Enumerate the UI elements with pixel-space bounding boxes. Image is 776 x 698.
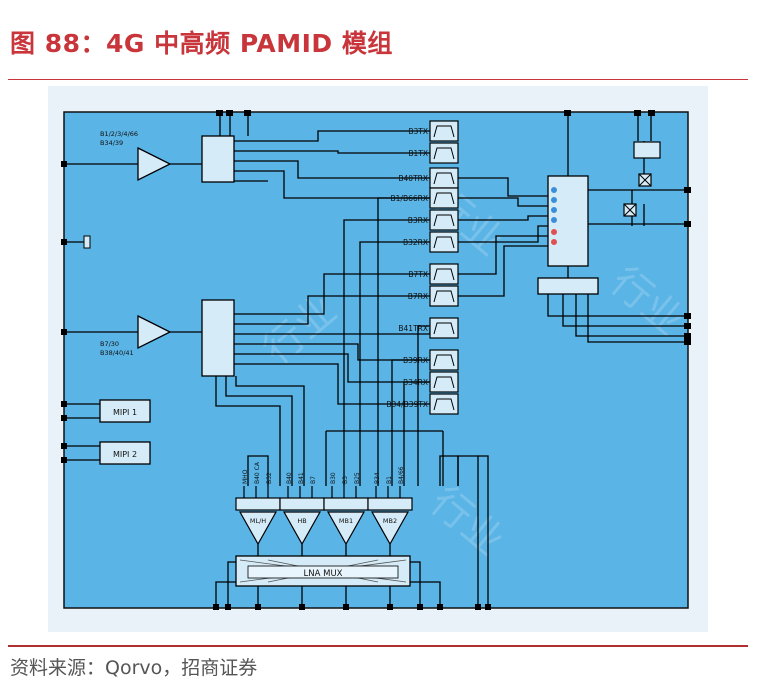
filter-icon bbox=[433, 290, 455, 303]
lna-pin-label: B4/66 bbox=[398, 466, 405, 484]
mipi-1-block bbox=[99, 399, 151, 423]
filter-box bbox=[429, 167, 459, 189]
lna-label: MB2 bbox=[383, 517, 397, 525]
pa-bottom-label-1: B7/30 bbox=[100, 340, 119, 348]
lna-pin-label: B25 bbox=[354, 472, 361, 484]
pa-bottom-label-2: B38/40/41 bbox=[100, 349, 134, 357]
filter-icon bbox=[433, 268, 455, 281]
lna-amplifier bbox=[326, 511, 366, 546]
filter-icon bbox=[433, 398, 455, 411]
figure-title: 图 88：4G 中高频 PAMID 模组 bbox=[10, 29, 393, 58]
lna-pin-block bbox=[323, 497, 369, 511]
filter-box bbox=[429, 120, 459, 142]
lna-pin-block bbox=[367, 497, 413, 511]
lna-pin-block bbox=[235, 497, 281, 511]
lna-pin-label: B41 bbox=[298, 472, 305, 484]
title-divider bbox=[8, 79, 748, 80]
filter-icon bbox=[433, 125, 455, 138]
lna-pin-label: B30 bbox=[330, 472, 337, 484]
switch-port-dot bbox=[551, 239, 557, 245]
connector-pads bbox=[61, 110, 691, 610]
filter-box bbox=[429, 371, 459, 393]
filter-label: B3RX bbox=[408, 216, 428, 225]
lna-pin-label: B40 CA bbox=[254, 461, 261, 484]
filter-label: B1TX bbox=[408, 149, 428, 158]
switch-port-dot bbox=[551, 217, 557, 223]
filter-box bbox=[429, 231, 459, 253]
filter-label: B41TRX bbox=[398, 324, 428, 333]
filter-bank: B3TX B1TX B40TRX B1/B66RX B3RX B32RX B7TX B7RX B… bbox=[386, 120, 459, 415]
lna-pin-label: B40 bbox=[286, 472, 293, 484]
filter-icon bbox=[433, 236, 455, 249]
filter-label: B1/B66RX bbox=[391, 194, 428, 203]
filter-box bbox=[429, 142, 459, 164]
filter-box bbox=[429, 187, 459, 209]
switch-port-dot bbox=[551, 207, 557, 213]
filter-icon bbox=[433, 322, 455, 335]
filter-box bbox=[429, 349, 459, 371]
filter-box bbox=[429, 285, 459, 307]
lna-amplifier bbox=[282, 511, 322, 546]
power-amplifier-top bbox=[137, 146, 172, 182]
pa-top-label-1: B1/2/3/4/66 bbox=[100, 130, 138, 138]
pamid-block-diagram: 行业 行业 行业 行业 bbox=[48, 86, 708, 632]
lna-pin-label: B1 bbox=[386, 476, 393, 484]
lna-pin-label: B7 bbox=[310, 476, 317, 484]
filter-label: B32RX bbox=[403, 238, 428, 247]
lna-label: ML/H bbox=[250, 517, 266, 525]
filter-label: B7TX bbox=[408, 270, 428, 279]
filter-label: B34RX bbox=[403, 378, 428, 387]
lna-mux-label-box bbox=[247, 565, 399, 579]
mipi-1-label: MIPI 1 bbox=[113, 408, 137, 417]
filter-icon bbox=[433, 354, 455, 367]
power-amplifier-bottom bbox=[137, 314, 172, 350]
filter-icon bbox=[433, 192, 455, 205]
filter-icon bbox=[433, 147, 455, 160]
filter-box bbox=[429, 317, 459, 339]
lna-amplifier bbox=[370, 511, 410, 546]
lna-pin-label: MHO bbox=[242, 469, 249, 484]
coupler-block bbox=[633, 141, 661, 159]
lna-pin-block bbox=[279, 497, 325, 511]
filter-box bbox=[429, 393, 459, 415]
filter-label: B40TRX bbox=[398, 174, 428, 183]
inductor-component bbox=[83, 235, 91, 249]
switch-port-dot bbox=[551, 187, 557, 193]
filter-label: B34/B39TX bbox=[386, 400, 428, 409]
lna-pin-label: B34 bbox=[374, 472, 381, 484]
lna-label: MB1 bbox=[339, 517, 353, 525]
filter-icon bbox=[433, 214, 455, 227]
filter-icon bbox=[433, 376, 455, 389]
mipi-2-label: MIPI 2 bbox=[113, 450, 137, 459]
mipi-2-block bbox=[99, 441, 151, 465]
filter-label: B7RX bbox=[408, 292, 428, 301]
filter-icon bbox=[433, 172, 455, 185]
lna-pin-label: B3 bbox=[342, 476, 349, 484]
switch-port-dot bbox=[551, 229, 557, 235]
switch-port-dot bbox=[551, 197, 557, 203]
filter-label: B39RX bbox=[403, 356, 428, 365]
filter-box bbox=[429, 209, 459, 231]
lna-mux-label: LNA MUX bbox=[304, 569, 343, 579]
lna-label: HB bbox=[297, 517, 306, 525]
footer-divider bbox=[8, 645, 748, 647]
aux-switch bbox=[537, 277, 599, 295]
band-switch-top bbox=[201, 135, 235, 183]
lna-amplifier bbox=[238, 511, 278, 546]
filter-box bbox=[429, 263, 459, 285]
filter-label: B3TX bbox=[408, 127, 428, 136]
band-switch-bottom bbox=[201, 299, 235, 377]
pa-top-label-2: B34/39 bbox=[100, 139, 123, 147]
source-note: 资料来源：Qorvo，招商证券 bbox=[10, 657, 258, 679]
lna-pin-label: B32 bbox=[266, 472, 273, 484]
